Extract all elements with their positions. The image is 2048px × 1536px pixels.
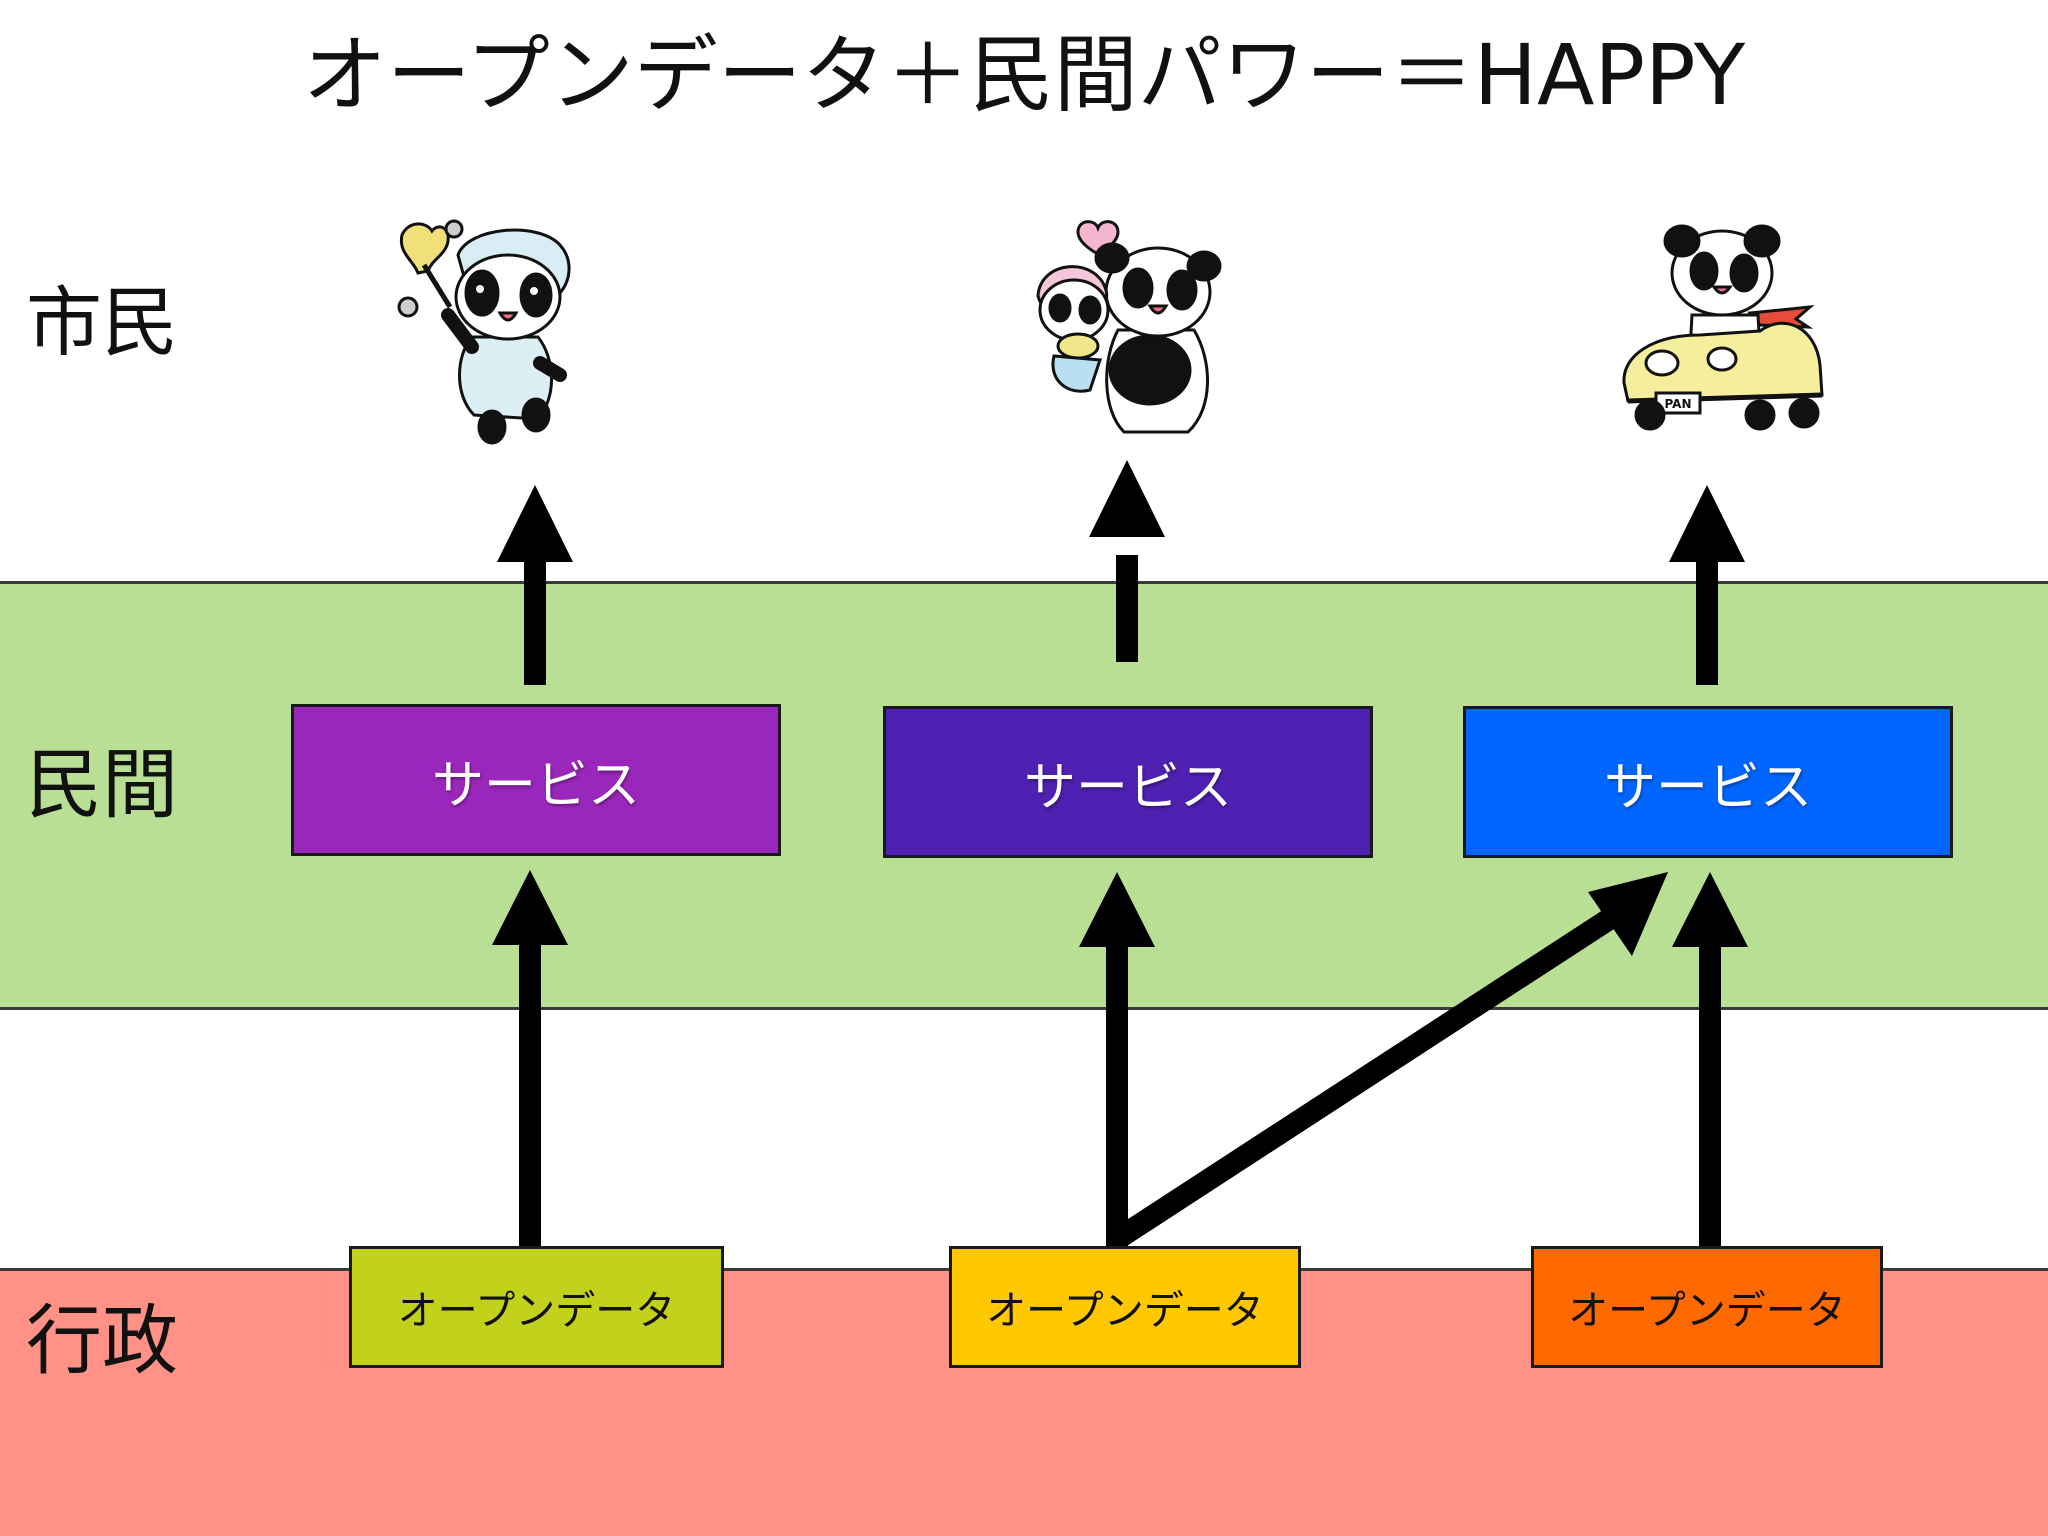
arrow-opendata2-to-service3 [1116, 902, 1626, 1246]
arrowhead-service2 [1079, 872, 1155, 947]
open-data-label: オープンデータ [986, 1288, 1264, 1334]
open-data-label: オープンデータ [1568, 1288, 1846, 1334]
panda-driving-car-icon: PAN [1622, 224, 1824, 431]
panda-parent-child-icon [1036, 220, 1222, 434]
row-label-government: 行政 [26, 1296, 178, 1385]
arrowhead-citizen2 [1089, 460, 1165, 537]
arrowhead-citizen3 [1669, 485, 1745, 562]
service-label: サービス [1023, 757, 1232, 818]
car-plate-text: PAN [1664, 397, 1691, 411]
open-data-box-1[interactable]: オープンデータ [349, 1246, 724, 1368]
open-data-label: オープンデータ [397, 1288, 676, 1334]
service-box-1[interactable]: サービス [291, 704, 781, 856]
open-data-box-3[interactable]: オープンデータ [1531, 1246, 1883, 1368]
service-label: サービス [1603, 757, 1812, 818]
panda-cleaning-icon [397, 219, 571, 445]
service-box-2[interactable]: サービス [883, 706, 1373, 858]
service-box-3[interactable]: サービス [1463, 706, 1953, 858]
arrowhead-service1 [492, 870, 568, 945]
arrowhead-diagonal-service3 [1588, 872, 1668, 956]
arrowhead-service3 [1672, 872, 1748, 947]
service-label: サービス [431, 755, 640, 816]
arrowhead-citizen1 [497, 485, 573, 562]
open-data-box-2[interactable]: オープンデータ [949, 1246, 1301, 1368]
row-label-citizens: 市民 [26, 278, 178, 367]
row-label-private: 民間 [26, 740, 178, 829]
slide-title: オープンデータ＋民間パワー＝HAPPY [302, 26, 1746, 124]
